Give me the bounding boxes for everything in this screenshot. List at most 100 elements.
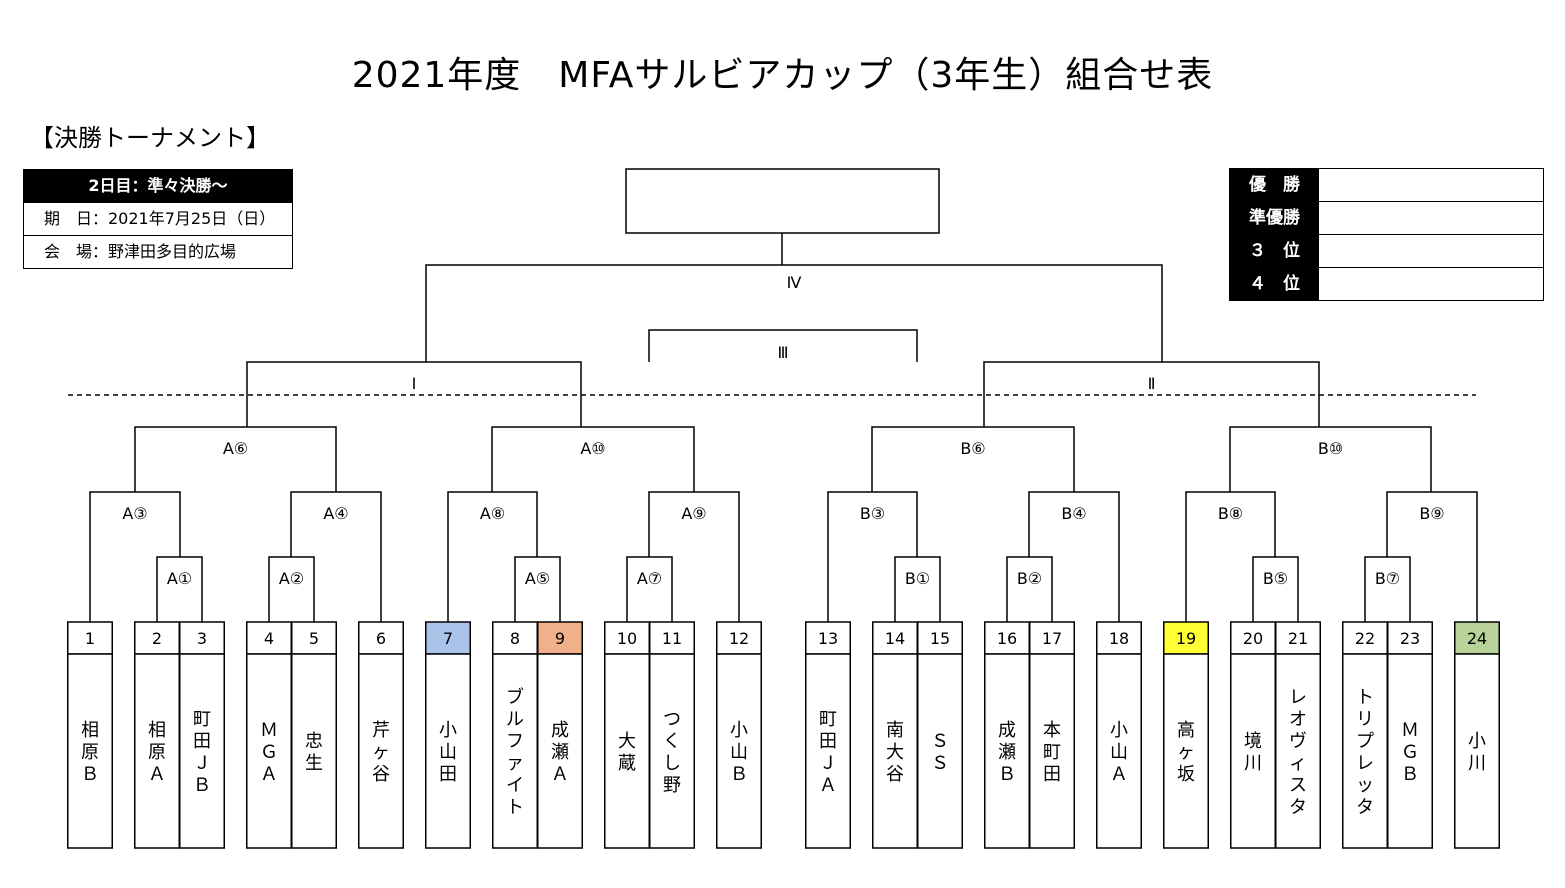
team-name-char: 田 [1043, 764, 1061, 785]
team-name-char: Ｇ [1401, 742, 1419, 763]
team-name-cell [649, 653, 695, 849]
team-name-char: 山 [439, 742, 457, 763]
team-name-char: 町 [819, 709, 837, 730]
team-number: 24 [1467, 629, 1487, 648]
match-label: Ⅰ [412, 374, 417, 393]
team-name-char: 坂 [1177, 764, 1195, 785]
team-name-char: 原 [81, 742, 99, 763]
team-number: 12 [729, 629, 749, 648]
team-number-cell [716, 621, 762, 655]
team-number: 2 [152, 629, 162, 648]
team-name-char: 高 [1177, 720, 1195, 741]
bracket-connector [626, 556, 673, 622]
team-name-cell [1275, 653, 1321, 849]
match-label: B⑤ [1263, 569, 1288, 588]
match-label: A④ [323, 504, 348, 523]
team-name-char: 山 [730, 742, 748, 763]
team-number: 22 [1355, 629, 1375, 648]
team-name-char: ス [1289, 775, 1307, 796]
team-name-char: 大 [886, 742, 904, 763]
team-name-cell [1029, 653, 1075, 849]
team-name-char: 小 [730, 720, 748, 741]
team-name-cell [984, 653, 1030, 849]
team-name-char: 成 [998, 720, 1016, 741]
team-name-char: 町 [1043, 742, 1061, 763]
team-name-cell [358, 653, 404, 849]
team-number: 13 [818, 629, 838, 648]
team-name-cell [1342, 653, 1388, 849]
match-label: B⑦ [1375, 569, 1400, 588]
team-number-cell [358, 621, 404, 655]
team-number: 7 [443, 629, 453, 648]
team-number: 10 [617, 629, 637, 648]
team-name-char: 大 [618, 731, 636, 752]
team-name-char: タ [1356, 797, 1374, 818]
team-name-char: Ａ [260, 764, 278, 785]
event-info-table: 2日目：準々決勝～ 期 日：2021年7月25日（日） 会 場：野津田多目的広場 [23, 169, 293, 269]
team-name-char: 忠 [305, 731, 323, 752]
team-name-char: 原 [148, 742, 166, 763]
team-name-char: ッ [1356, 775, 1374, 796]
team-name-cell [1387, 653, 1433, 849]
team-number-cell [67, 621, 113, 655]
team-name-char: 田 [819, 731, 837, 752]
team-number-cell [1163, 621, 1209, 655]
team-name-char: 相 [148, 720, 166, 741]
match-label: B⑨ [1419, 504, 1444, 523]
team-number: 16 [997, 629, 1017, 648]
team-name-cell [1230, 653, 1276, 849]
match-label: A⑧ [480, 504, 505, 523]
team-name-cell [805, 653, 851, 849]
team-name-cell [537, 653, 583, 849]
team-number: 3 [197, 629, 207, 648]
match-label: A① [167, 569, 192, 588]
team-name-char: ル [506, 709, 524, 730]
champion-box [625, 168, 940, 234]
bracket-connector [514, 556, 561, 622]
team-number: 15 [930, 629, 950, 648]
team-name-cell [134, 653, 180, 849]
team-number-cell [537, 621, 583, 655]
team-name-char: オ [1289, 709, 1307, 730]
team-name-char: 谷 [886, 764, 904, 785]
team-name-char: Ｇ [260, 742, 278, 763]
team-name-char: 本 [1043, 720, 1061, 741]
team-name-char: Ｓ [931, 731, 949, 752]
match-label: A⑦ [637, 569, 662, 588]
team-name-char: 蔵 [618, 753, 636, 774]
rank-label: 準優勝 [1230, 202, 1319, 234]
match-label: A⑥ [223, 439, 248, 458]
team-number: 8 [510, 629, 520, 648]
team-number: 11 [662, 629, 682, 648]
team-name-char: 川 [1244, 753, 1262, 774]
rank-row-1: 優 勝 [1230, 169, 1543, 201]
team-number-cell [917, 621, 963, 655]
rank-row-3: ３ 位 [1230, 234, 1543, 267]
info-venue: 会 場：野津田多目的広場 [24, 235, 292, 268]
bracket-connector [156, 556, 203, 622]
team-number: 17 [1042, 629, 1062, 648]
team-name-char: Ａ [819, 775, 837, 796]
match-label: B① [905, 569, 930, 588]
team-name-cell [492, 653, 538, 849]
team-name-char: ヶ [1177, 742, 1195, 763]
team-number-cell [179, 621, 225, 655]
rank-label: ４ 位 [1230, 268, 1319, 300]
match-label: B⑩ [1318, 439, 1343, 458]
team-name-char: 南 [886, 720, 904, 741]
team-number: 9 [555, 629, 565, 648]
team-number: 4 [264, 629, 274, 648]
team-name-cell [246, 653, 292, 849]
team-name-char: 小 [1468, 731, 1486, 752]
team-number: 1 [85, 629, 95, 648]
team-name-char: ト [1356, 687, 1374, 708]
match-label: A③ [122, 504, 147, 523]
match-label: Ⅲ [777, 343, 788, 362]
team-name-char: 田 [193, 731, 211, 752]
team-number: 14 [885, 629, 905, 648]
match-label: B③ [860, 504, 885, 523]
team-name-cell [917, 653, 963, 849]
match-label: B④ [1061, 504, 1086, 523]
match-label: A⑩ [580, 439, 605, 458]
team-number-cell [872, 621, 918, 655]
